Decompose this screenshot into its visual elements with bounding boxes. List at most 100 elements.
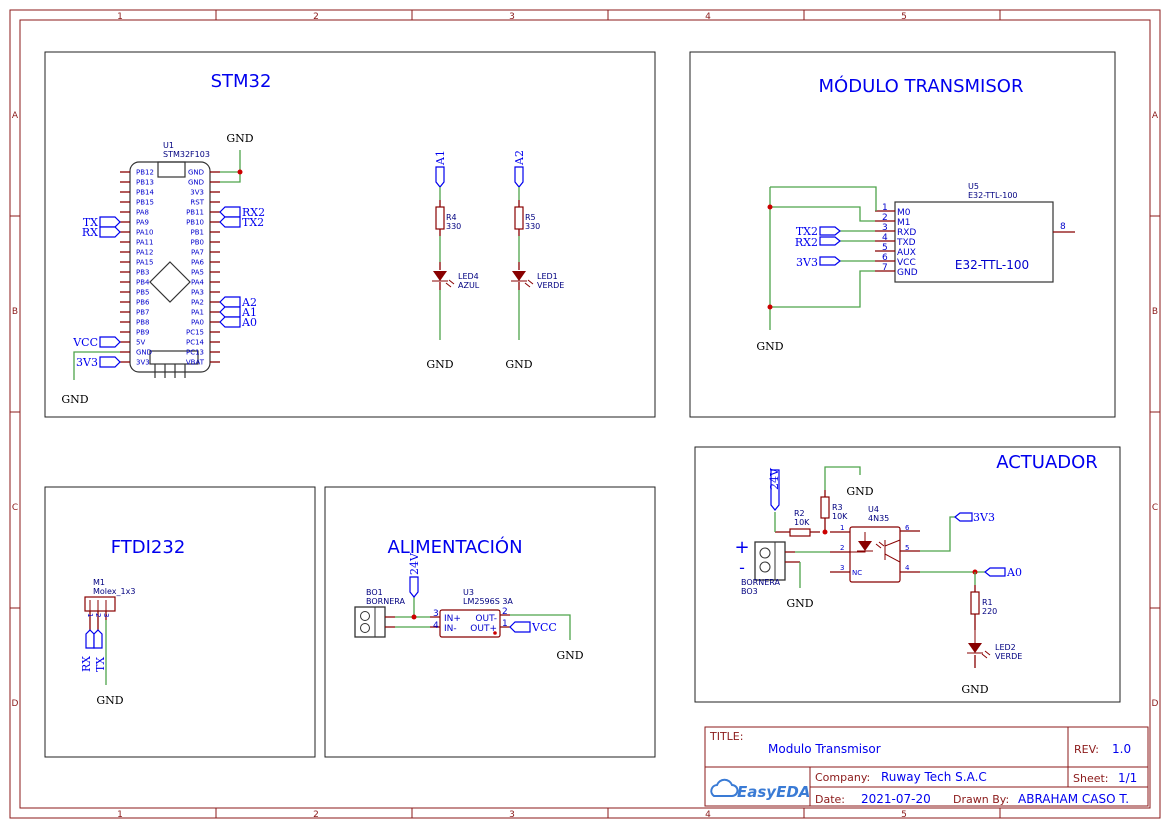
net-flag-24v <box>409 576 419 598</box>
panel-title-actuador: ACTUADOR <box>996 452 1098 473</box>
sheet-label: Sheet: <box>1073 772 1109 785</box>
u4-pin-nc: NC <box>852 569 862 577</box>
net-flag-vcc <box>99 336 121 348</box>
u3-pin-in-plus: IN+ <box>444 614 461 624</box>
led-icon[interactable] <box>433 271 447 281</box>
r3-resistor[interactable] <box>820 496 830 519</box>
u5-pin-name: RXD <box>897 228 916 238</box>
net-rx2: RX2 <box>242 206 265 219</box>
pin1-dot <box>493 631 497 635</box>
column-marker: 1 <box>117 12 123 22</box>
led-arrows <box>511 279 534 288</box>
led-icon[interactable] <box>512 271 526 281</box>
net-flag-tx2 <box>819 226 841 236</box>
panel-alimentacion <box>324 486 656 758</box>
net-flag-rx2 <box>219 206 241 218</box>
led-color: VERDE <box>537 281 564 290</box>
panel-modulo <box>689 51 1116 418</box>
column-marker: 2 <box>313 12 319 22</box>
u1-pin-label: GND <box>188 179 204 187</box>
u1-pin-label: PB1 <box>191 229 204 237</box>
u3-pin-2: 2 <box>502 607 508 617</box>
net-rx: RX <box>80 656 93 672</box>
u1-pin-label: PB10 <box>186 219 204 227</box>
u1-diamond <box>149 261 191 303</box>
u3-regulator[interactable] <box>439 609 501 638</box>
led-color: AZUL <box>458 281 480 290</box>
column-marker: 1 <box>117 810 123 820</box>
outer-frame <box>9 9 1161 819</box>
u1-pin-label: PA9 <box>136 219 149 227</box>
junction <box>237 169 243 175</box>
ground-icon <box>432 342 448 354</box>
net-gnd: GND <box>226 132 253 145</box>
u1-header <box>149 350 199 365</box>
u1-pin-label: GND <box>188 169 204 177</box>
u1-header-pins <box>154 364 186 378</box>
u5-pin-num: 7 <box>882 263 888 273</box>
net-tx: TX <box>83 216 98 229</box>
row-marker: C <box>12 503 18 513</box>
r2-designator: R2 <box>794 509 805 518</box>
led2-icon[interactable] <box>968 643 982 653</box>
u1-stm32[interactable]: U1 STM32F103 PB12PB13PB14PB15PA8PA9PA10P… <box>120 141 220 378</box>
net-3v3: 3V3 <box>796 256 818 269</box>
net-flag-3v3 <box>954 512 973 522</box>
junction <box>822 529 828 535</box>
resistor-designator: R5 <box>525 213 536 222</box>
resistor[interactable] <box>514 206 524 230</box>
bo1-terminal[interactable] <box>354 606 386 638</box>
net-3v3: 3V3 <box>76 356 98 369</box>
panel-actuador <box>694 446 1121 703</box>
u1-part: STM32F103 <box>163 150 210 159</box>
company-label: Company: <box>815 771 870 784</box>
net-flag-3v3 <box>819 256 841 266</box>
u1-pin-label: PB13 <box>136 179 154 187</box>
u3-pin-out-minus: OUT- <box>475 614 497 624</box>
u5-pin8-num: 8 <box>1060 222 1066 232</box>
u1-pin-label: PB7 <box>136 309 149 317</box>
u1-pin-label: PB6 <box>136 299 150 307</box>
u4-pin-1: 1 <box>840 524 844 532</box>
m1-part: Molex_1x3 <box>93 587 135 596</box>
u4-optocoupler[interactable] <box>849 526 901 583</box>
u1-pin-label: PB4 <box>136 279 150 287</box>
net-rx: RX <box>82 226 98 239</box>
column-marker: 5 <box>901 810 907 820</box>
m1-connector[interactable] <box>84 596 116 612</box>
net-a1: A1 <box>241 306 257 319</box>
u1-pin-label: PA8 <box>136 209 149 217</box>
u1-pin-label: RST <box>190 199 204 207</box>
u1-pin-label: 3V3 <box>136 359 150 367</box>
date-label: Date: <box>815 793 845 806</box>
u1-pin-label: PA15 <box>136 259 153 267</box>
r2-resistor[interactable] <box>789 528 811 537</box>
net-tx: TX <box>94 657 107 672</box>
row-marker: B <box>12 307 18 317</box>
resistor-designator: R4 <box>446 213 457 222</box>
net-rx2: RX2 <box>795 236 818 249</box>
plus-sign: + <box>734 537 749 558</box>
u5-pin-name: GND <box>897 268 918 278</box>
u1-usb <box>157 161 186 178</box>
u3-pin-4: 4 <box>433 621 439 631</box>
panel-title-alimentacion: ALIMENTACIÓN <box>387 536 522 558</box>
net-flag <box>514 166 524 188</box>
resistor[interactable] <box>435 206 445 230</box>
u1-pin-label: PB9 <box>136 329 149 337</box>
net-flag-a2 <box>219 296 241 308</box>
u4-pin-6: 6 <box>905 524 910 532</box>
bo1-designator: BO1 <box>366 588 383 597</box>
r1-resistor[interactable] <box>970 591 980 615</box>
u5-pin-num: 6 <box>882 253 888 263</box>
u1-pin-label: PB8 <box>136 319 149 327</box>
bo3-terminal[interactable] <box>754 541 786 581</box>
net-flag-tx2 <box>219 216 241 228</box>
panel-title-stm32: STM32 <box>211 71 272 92</box>
row-marker: D <box>1152 699 1159 709</box>
u3-pin-3: 3 <box>433 609 439 619</box>
column-marker: 3 <box>509 810 515 820</box>
